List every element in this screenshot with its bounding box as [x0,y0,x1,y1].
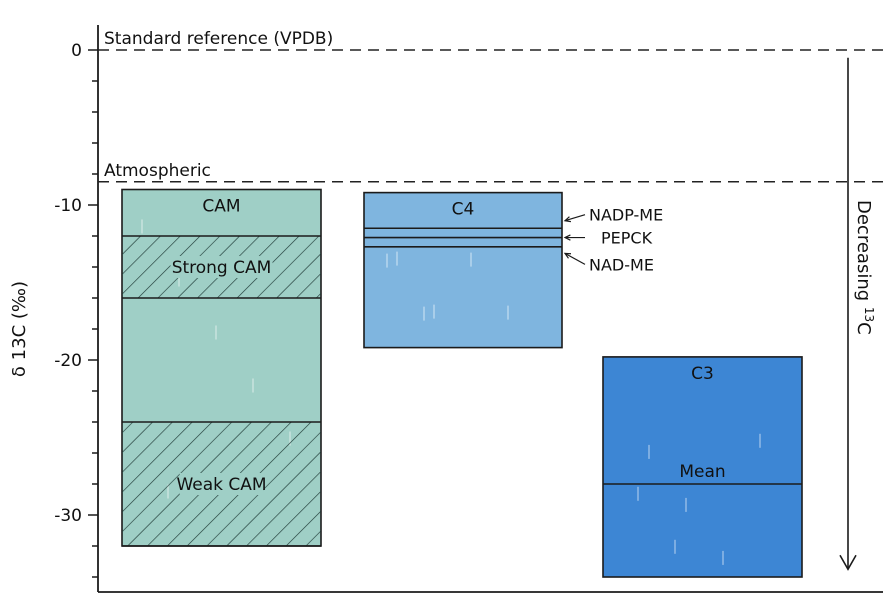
bars-layer: Strong CAM Weak CAM CAM C4 NADP-ME PEPCK NAD-M… [121,188,803,578]
arrow-label-main: Decreasing [853,200,874,307]
mean-label: Mean [679,462,725,482]
band-label: Weak CAM [176,475,266,495]
bar-label-c4: C4 [452,200,475,220]
callout-arrowhead [563,216,572,223]
arrow-label-suffix: C [853,322,874,335]
arrow-label-superscript: 13 [862,307,876,322]
bar-label-cam: CAM [202,197,240,217]
reference-label: Standard reference (VPDB) [104,29,333,49]
decreasing-arrow: Decreasing 13C [839,57,876,571]
y-tick-label: 0 [71,41,82,61]
y-axis: 0 -10 -20 -30 δ 13C (‰) [9,25,883,593]
callout-label: NADP-ME [589,206,663,225]
arrow-label: Decreasing 13C [853,200,876,335]
bar-c4: C4 NADP-ME PEPCK NAD-ME [363,191,663,349]
band-label: Strong CAM [172,258,272,278]
callout-label: NAD-ME [589,255,654,274]
callout-arrow [564,214,586,222]
callout-arrow [564,252,586,265]
arrow-head [839,554,857,571]
band-label-bg [179,473,264,495]
y-tick-label: -20 [54,351,82,371]
callout-label: PEPCK [601,229,653,248]
y-tick-label: -30 [54,506,82,526]
y-tick-label: -10 [54,196,82,216]
bar-c3-body [602,356,803,578]
y-axis-label: δ 13C (‰) [9,281,30,377]
bar-cam: Strong CAM Weak CAM CAM [121,188,322,547]
callout-arrowhead [563,234,571,241]
band-label-bg [170,256,273,278]
callout-arrowhead [563,252,572,259]
reference-lines: Standard reference (VPDB) Atmospheric [98,29,883,183]
bar-label-c3: C3 [691,364,714,384]
bar-c4-body [363,191,563,349]
reference-label: Atmospheric [104,161,211,181]
